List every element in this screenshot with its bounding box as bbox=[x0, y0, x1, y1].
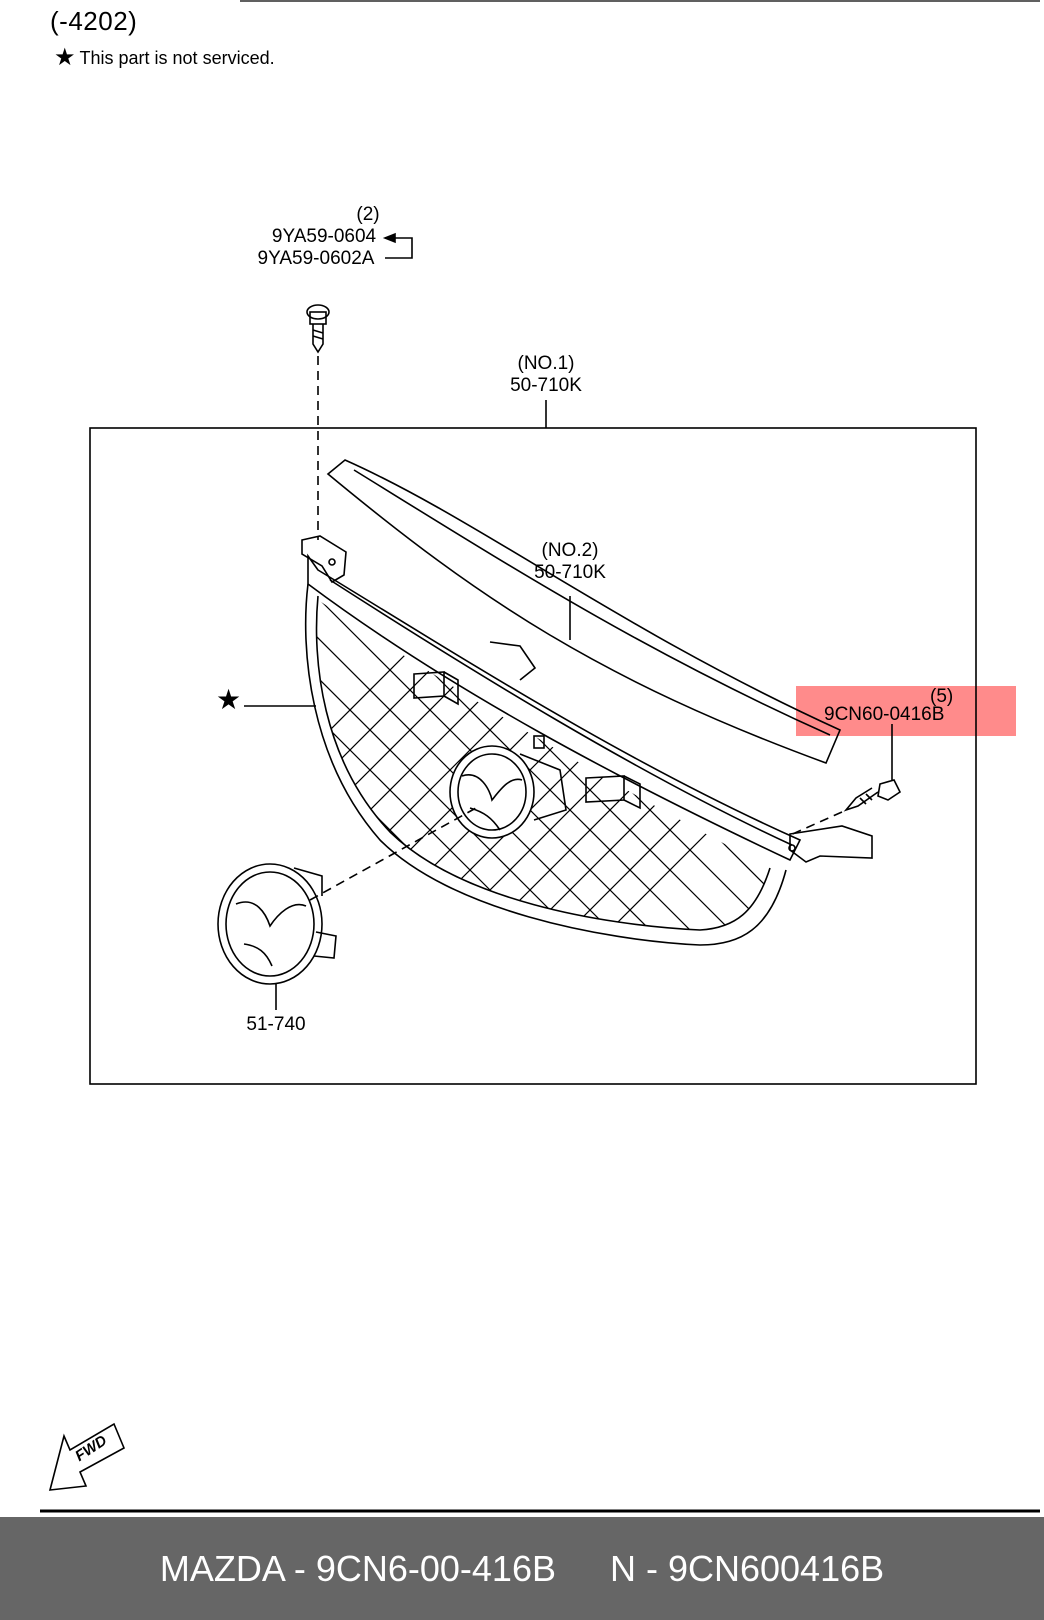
left-bracket bbox=[301, 535, 347, 584]
grille-no2-part-number: 50-710K bbox=[534, 562, 606, 583]
screw-part-number: 9CN60-0416B bbox=[824, 704, 945, 725]
not-serviced-text: This part is not serviced. bbox=[79, 47, 275, 68]
normalized-part-number: N - 9CN600416B bbox=[609, 1547, 885, 1589]
assembly-box bbox=[89, 427, 977, 1085]
grille-frame-outer bbox=[304, 583, 787, 946]
not-serviced-note: ★ This part is not serviced. bbox=[54, 46, 275, 70]
screw-quantity-label: (5) bbox=[930, 686, 954, 707]
footer-bar: MAZDA - 9CN6-00-416B N - 9CN600416B bbox=[0, 1517, 1044, 1620]
grille-no2-tag: (NO.2) bbox=[541, 540, 599, 561]
brand-part-number: MAZDA - 9CN6-00-416B bbox=[159, 1547, 556, 1589]
grille-emblem-mount bbox=[449, 735, 567, 839]
screw-icon bbox=[843, 779, 902, 812]
bolt-icon bbox=[306, 304, 330, 354]
screw-leader-line bbox=[787, 811, 843, 837]
bolt-part-number-2: 9YA59-0602A bbox=[257, 248, 375, 269]
diagram-code: (-4202) bbox=[50, 6, 138, 36]
bolt-label-bracket bbox=[385, 237, 413, 259]
grille-no1-tag: (NO.1) bbox=[517, 353, 575, 374]
bolt-quantity-label: (2) bbox=[356, 204, 380, 225]
emblem-part-number: 51-740 bbox=[246, 1014, 306, 1035]
grille-no1-part-number: 50-710K bbox=[510, 375, 582, 396]
bolt-label-arrow bbox=[382, 232, 396, 244]
grille-clip-right bbox=[585, 775, 641, 810]
right-bracket bbox=[789, 825, 873, 863]
highlighted-part-box bbox=[796, 686, 1016, 736]
unserviced-star-icon: ★ bbox=[216, 684, 242, 715]
upper-molding bbox=[326, 459, 842, 765]
emblem-leader-line bbox=[309, 807, 477, 901]
star-icon: ★ bbox=[54, 44, 76, 71]
emblem-icon bbox=[217, 863, 337, 985]
bolt-part-number-1: 9YA59-0604 bbox=[271, 226, 377, 247]
fwd-arrow-icon bbox=[48, 1422, 126, 1491]
grille-frame-inner bbox=[315, 595, 771, 931]
